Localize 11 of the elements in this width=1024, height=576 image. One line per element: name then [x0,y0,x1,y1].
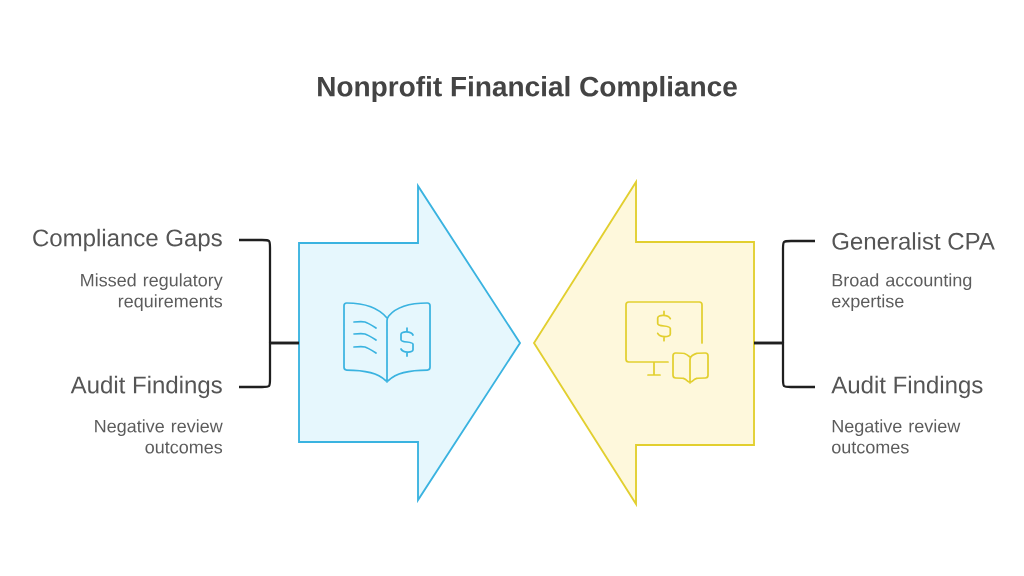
description: Missed regulatory requirements [81,273,223,312]
connector-line [754,341,815,389]
description: Broad accounting expertise [832,273,972,312]
heading: Generalist CPA [832,232,995,250]
description: Negative review outcomes [95,419,223,454]
heading: Compliance Gaps [33,228,222,252]
description: Negative review outcomes [832,419,961,454]
title: Nonprofit Financial Compliance [318,75,737,103]
heading: Audit Findings [70,375,222,399]
heading: Audit Findings [831,375,983,399]
connector-line [239,341,299,389]
